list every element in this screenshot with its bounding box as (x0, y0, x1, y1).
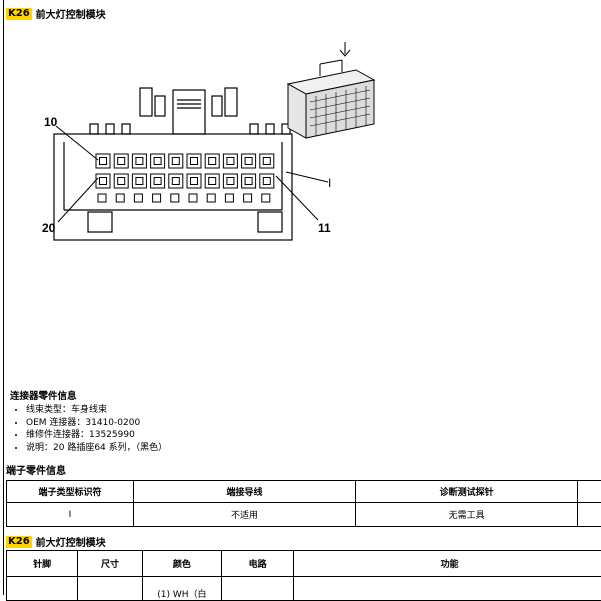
lower-keying-slot (224, 193, 234, 203)
pin-cavity (168, 153, 184, 169)
pin-cavity (241, 173, 257, 189)
pin-cavity (95, 173, 111, 189)
table-header: 端子类型标识符 (6, 480, 134, 503)
terminal-info-title: 端子零件信息 (6, 466, 66, 477)
component-code-badge: K26 (6, 535, 32, 548)
pin-cavity (150, 153, 166, 169)
connector-face-diagram: 10 20 11 I (42, 87, 331, 241)
pin-contact (135, 157, 144, 165)
table-header: 电路 (221, 550, 295, 577)
connector-isometric-illustration (286, 42, 376, 139)
pin-cavity (222, 153, 238, 169)
pin-contact (244, 157, 253, 165)
pin-cavity (186, 173, 202, 189)
component-code-badge: K26 (6, 7, 32, 20)
lower-keying-slot (188, 193, 198, 203)
pin-cavity (241, 153, 257, 169)
pin-label-20: 20 (42, 221, 56, 235)
pin-table-title: K26 前大灯控制模块 (6, 534, 106, 549)
pin-cavity (131, 173, 147, 189)
pin-contact (171, 177, 180, 185)
pin-cavity (95, 153, 111, 169)
table-cell: (1) WH（白 (141, 576, 223, 601)
table-header: 功能 (293, 550, 601, 577)
pin-contact (117, 157, 126, 165)
pin-contact (99, 177, 107, 185)
pin-cavity (259, 153, 275, 169)
connector-part-info: 连接器零件信息 线束类型：车身线束 OEM 连接器：31410-0200 维修件… (10, 388, 167, 454)
pin-cavity (131, 153, 147, 169)
pin-cavity (186, 153, 202, 169)
table-cell (77, 576, 143, 601)
pin-cavity (150, 173, 166, 189)
pin-contact (190, 157, 198, 165)
table-header: 针脚 (5, 550, 79, 577)
lower-keying-slot (97, 193, 107, 203)
pin-cavity (204, 153, 220, 169)
terminal-info-table: 端子类型标识符 端接导线 诊断测试探针 I 不适用 无需工具 (6, 480, 601, 527)
pin-contact (262, 177, 271, 185)
pin-contact (208, 157, 217, 165)
pin-contact (153, 157, 162, 165)
pin-contact (226, 157, 235, 165)
pin-cavity (204, 173, 220, 189)
list-item: 维修件连接器：13525990 (26, 429, 167, 442)
pin-contact (190, 177, 198, 185)
table-header: 颜色 (141, 550, 223, 577)
pin-contact (135, 177, 144, 185)
lower-keying-slot (170, 193, 180, 203)
pin-contact (99, 157, 107, 165)
pin-contact (262, 157, 271, 165)
pin-contact (226, 177, 235, 185)
table-cell (293, 576, 601, 601)
lower-keying-slot (206, 193, 216, 203)
page-title: K26 前大灯控制模块 (6, 6, 106, 21)
pin-cavity (222, 173, 238, 189)
list-item: 说明：20 路插座64 系列，（黑色） (26, 442, 167, 455)
table-header: 尺寸 (77, 550, 143, 577)
left-border-rule (3, 0, 4, 595)
pin-label-right: I (328, 176, 331, 190)
component-title: 前大灯控制模块 (35, 10, 106, 21)
lower-keying-slot (115, 193, 125, 203)
table-cell (221, 576, 295, 601)
table-cell: I (6, 502, 134, 527)
table-header-empty (577, 480, 601, 503)
connector-info-list: 线束类型：车身线束 OEM 连接器：31410-0200 维修件连接器：1352… (10, 404, 167, 454)
table-cell (5, 576, 79, 601)
table-cell-empty (577, 502, 601, 527)
pin-contact (117, 177, 126, 185)
pin-contact (153, 177, 162, 185)
pin-table: 针脚 尺寸 颜色 电路 功能 (1) WH（白 (5, 550, 601, 601)
pin-contact (244, 177, 253, 185)
lower-keying-slot (133, 193, 143, 203)
lower-keying-slot (243, 193, 253, 203)
pin-cavity (113, 173, 129, 189)
lower-keying-slot (152, 193, 162, 203)
pin-contact (208, 177, 217, 185)
list-item: 线束类型：车身线束 (26, 404, 167, 417)
pin-cavity (168, 173, 184, 189)
pin-label-10: 10 (44, 115, 58, 129)
pin-label-11: 11 (318, 221, 331, 235)
pin-cavity (259, 173, 275, 189)
list-item: OEM 连接器：31410-0200 (26, 417, 167, 430)
table-cell: 不适用 (132, 502, 357, 527)
pin-cavity (113, 153, 129, 169)
component-title: 前大灯控制模块 (35, 538, 106, 549)
table-header: 诊断测试探针 (355, 480, 579, 503)
connector-info-title: 连接器零件信息 (10, 391, 77, 402)
lower-keying-slot (261, 193, 271, 203)
table-header: 端接导线 (132, 480, 357, 503)
table-cell: 无需工具 (355, 502, 579, 527)
pin-contact (171, 157, 180, 165)
